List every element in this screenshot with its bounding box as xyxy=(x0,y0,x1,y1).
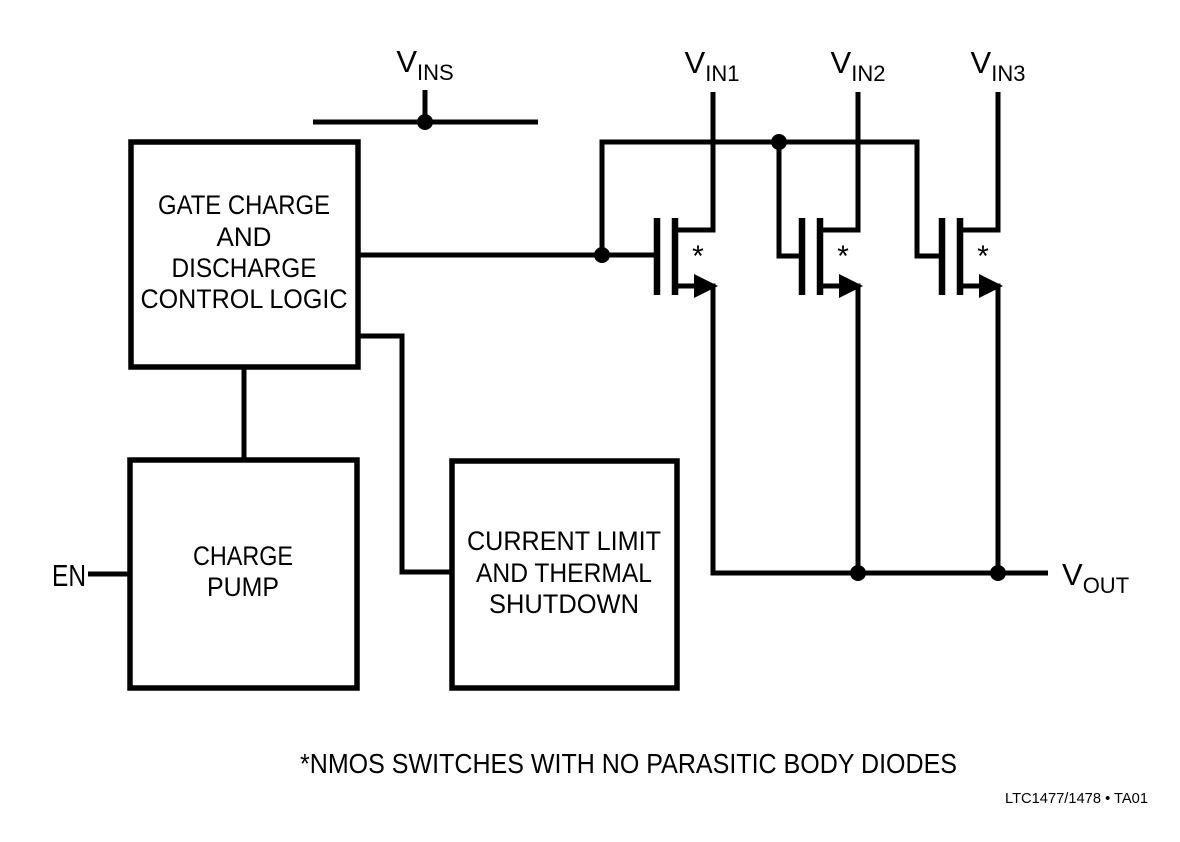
control-logic-block xyxy=(128,139,361,370)
vout-label-sub: OUT xyxy=(1083,573,1129,598)
switch3-asterisk: * xyxy=(977,240,989,273)
charge-pump-block xyxy=(127,457,360,691)
control-logic-label-line4: CONTROL LOGIC xyxy=(141,284,348,314)
current-limit-label: CURRENT LIMIT AND THERMAL SHUTDOWN xyxy=(467,526,661,619)
control-logic-label: GATE CHARGE AND DISCHARGE CONTROL LOGIC xyxy=(141,190,348,314)
vins-label-sub: INS xyxy=(417,60,454,85)
switch2-source-arrow-icon xyxy=(839,274,863,298)
vin3-label-base: V xyxy=(971,45,992,80)
vout-label-base: V xyxy=(1062,557,1083,592)
current-limit-label-line2: AND THERMAL xyxy=(476,558,652,588)
switch2-source-drop xyxy=(820,283,861,573)
vin3-label: VIN3 xyxy=(971,45,1026,86)
vout-label: VOUT xyxy=(1062,557,1129,598)
vin1-drop-wire xyxy=(675,92,716,233)
gate-rail-riser xyxy=(599,139,779,255)
gate-rail-to-switch3 xyxy=(779,139,940,259)
gate-rail-junction-dot xyxy=(771,134,787,150)
charge-pump-label-line2: PUMP xyxy=(207,572,279,602)
charge-pump-label: CHARGE PUMP xyxy=(193,541,293,602)
control-logic-label-line1: GATE CHARGE xyxy=(158,190,330,220)
switch3-source-drop xyxy=(960,283,1001,573)
footnote-text: *NMOS SWITCHES WITH NO PARASITIC BODY DI… xyxy=(300,748,957,779)
control-logic-label-line3: DISCHARGE xyxy=(172,253,317,283)
vins-junction-dot xyxy=(417,114,433,130)
vout-junction-dot-1 xyxy=(850,565,866,581)
nmos-switch-1: * xyxy=(653,218,718,298)
nmos-switch-2: * xyxy=(798,218,863,298)
switch3-source-arrow-icon xyxy=(979,274,1003,298)
vin1-label-sub: IN1 xyxy=(705,61,739,86)
control-logic-label-line2: AND xyxy=(217,222,272,252)
gate-drive-junction-dot xyxy=(594,247,610,263)
en-label: EN xyxy=(52,558,86,593)
switch1-asterisk: * xyxy=(692,240,704,273)
current-limit-block xyxy=(449,458,680,691)
vins-label: VINS xyxy=(396,44,453,85)
vin3-drop-wire xyxy=(960,92,1001,233)
vin2-drop-wire xyxy=(820,92,861,233)
vout-rail xyxy=(675,283,1048,576)
vin1-label: VIN1 xyxy=(685,45,740,86)
figure-id: LTC1477/1478 • TA01 xyxy=(1005,791,1148,807)
junction-dots xyxy=(417,114,1006,581)
vin3-label-sub: IN3 xyxy=(991,61,1025,86)
current-limit-label-line1: CURRENT LIMIT xyxy=(467,526,661,556)
current-limit-label-line3: SHUTDOWN xyxy=(489,589,639,619)
vins-label-base: V xyxy=(396,44,417,79)
nmos-switch-3: * xyxy=(938,218,1003,298)
switch2-asterisk: * xyxy=(837,240,849,273)
vin2-label-sub: IN2 xyxy=(851,61,885,86)
switch1-source-arrow-icon xyxy=(694,274,718,298)
vin2-label-base: V xyxy=(831,45,852,80)
gate-feed-switch2 xyxy=(776,142,800,259)
vout-junction-dot-2 xyxy=(990,565,1006,581)
vin2-label: VIN2 xyxy=(831,45,886,86)
charge-pump-label-line1: CHARGE xyxy=(193,541,293,571)
control-to-currentlimit-wire xyxy=(358,333,452,575)
vin1-label-base: V xyxy=(685,45,706,80)
